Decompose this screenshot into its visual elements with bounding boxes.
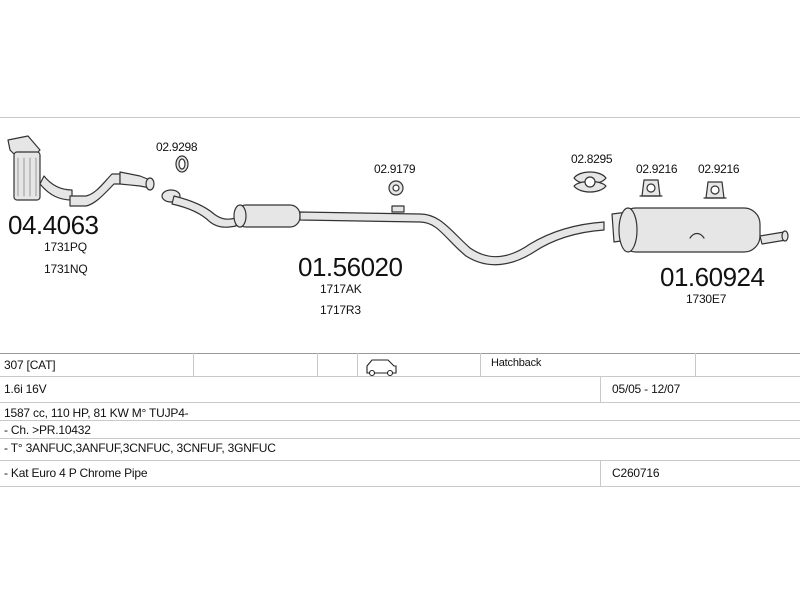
hanger-code: 02.9216 [698,162,740,176]
table-row-divider [0,438,800,439]
middle-pipe-part[interactable] [161,189,605,266]
catalyst-ref: 1731NQ [44,262,88,276]
mount-part[interactable] [573,171,607,193]
catalyst-ref: 1731PQ [44,240,87,254]
rear-silencer-part[interactable] [611,207,789,253]
table-column-divider [193,353,194,376]
hanger-code: 02.9179 [374,162,416,176]
middle-pipe-ref: 1717AK [320,282,362,296]
table-column-divider [600,376,601,402]
catalyst-part[interactable] [7,135,155,207]
table-row-divider [0,420,800,421]
table-column-divider [695,353,696,376]
table-row-divider [0,402,800,403]
top-divider [0,117,800,118]
hanger-part[interactable] [639,179,663,197]
mount-code: 02.8295 [571,152,613,166]
chassis-cell: - Ch. >PR.10432 [4,423,91,437]
table-bottom-border [0,486,800,487]
engine-cell: 1.6i 16V [4,382,47,396]
middle-pipe-ref: 1717R3 [320,303,361,317]
rear-silencer-ref: 1730E7 [686,292,727,306]
dates-cell: 05/05 - 12/07 [612,382,681,396]
type-codes-cell: - T° 3ANFUC,3ANFUF,3CNFUC, 3CNFUF, 3GNFU… [4,441,276,455]
table-column-divider [480,353,481,376]
hanger-part[interactable] [388,180,404,196]
hatchback-car-icon [366,359,397,377]
hanger-part[interactable] [703,181,727,199]
note-cell: - Kat Euro 4 P Chrome Pipe [4,466,148,480]
clamp-code: 02.9298 [156,140,198,154]
middle-pipe-code: 01.56020 [298,252,403,282]
rear-silencer-code: 01.60924 [660,262,765,292]
clamp-part[interactable] [175,155,189,173]
table-top-border [0,353,800,354]
kit-code-cell: C260716 [612,466,660,480]
table-column-divider [317,353,318,376]
specs-cell: 1587 cc, 110 HP, 81 KW M° TUJP4- [4,406,189,420]
table-row-divider [0,460,800,461]
catalyst-code: 04.4063 [8,210,99,240]
body-type-cell: Hatchback [491,357,542,369]
table-row-divider [0,376,800,377]
model-cell: 307 [CAT] [4,358,56,372]
table-column-divider [600,460,601,486]
hanger-code: 02.9216 [636,162,678,176]
table-column-divider [357,353,358,376]
